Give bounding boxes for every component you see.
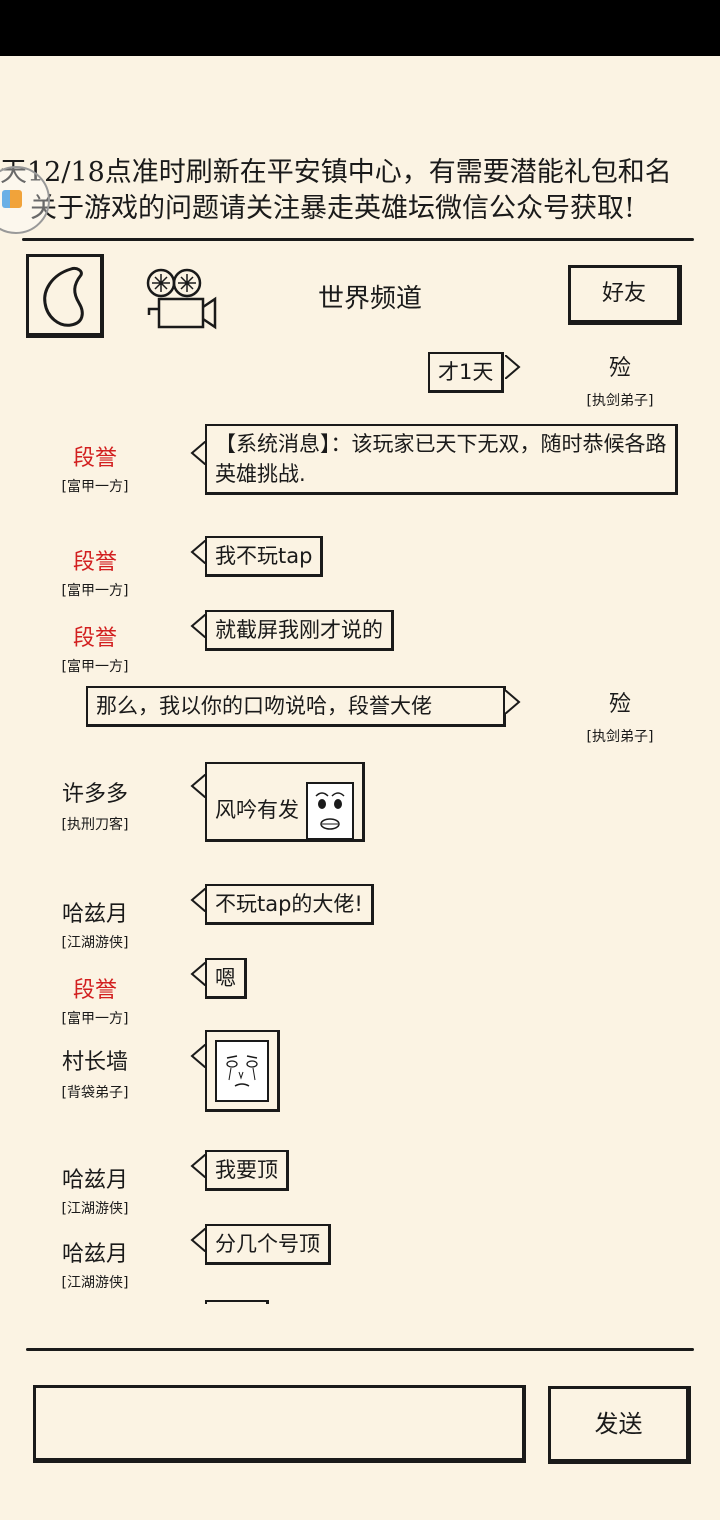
bubble-tail <box>190 614 206 638</box>
bubble-tail <box>190 774 206 798</box>
message-bubble[interactable]: 嗯 <box>205 958 247 999</box>
sender-name[interactable]: 段誉 <box>72 626 117 651</box>
crying-face-sticker <box>215 1040 269 1102</box>
message-bubble[interactable]: 那么，我以你的口吻说哈，段誉大佬 <box>86 686 506 727</box>
sender-name[interactable]: 村长墙 <box>61 1050 128 1075</box>
message-text: 才1天 <box>438 360 494 384</box>
sender-name[interactable]: 哈兹月 <box>61 902 128 927</box>
message-bubble[interactable]: 分几个号顶 <box>205 1224 331 1265</box>
sender-rank: [执剑弟子] <box>586 393 654 409</box>
message-bubble[interactable]: 【系统消息】：该玩家已天下无双，随时恭候各路英雄挑战. <box>205 424 678 495</box>
bubble-tail <box>190 1228 206 1252</box>
bubble-tail <box>190 1154 206 1178</box>
sender-rank: [执剑弟子] <box>586 729 654 745</box>
bubble-tail <box>505 690 521 714</box>
sender-name[interactable]: 段誉 <box>72 550 117 575</box>
message-text: 我不玩tap <box>215 544 313 568</box>
message-input[interactable] <box>33 1385 526 1463</box>
message-bubble-partial <box>205 1300 269 1304</box>
status-bar <box>0 0 720 56</box>
friends-button[interactable]: 好友 <box>568 265 682 325</box>
sender-name[interactable]: 哈兹月 <box>61 1242 128 1267</box>
sender-name[interactable]: 段誉 <box>72 446 117 471</box>
channel-title: 世界频道 <box>317 284 422 314</box>
message-text: 那么，我以你的口吻说哈，段誉大佬 <box>96 694 432 718</box>
bubble-tail <box>505 355 521 379</box>
scrolling-notice: 天12/18点准时刷新在平安镇中心，有需要潜能礼包和名 关于游戏的问题请关注暴走… <box>0 150 720 230</box>
sender-rank: [富甲一方] <box>61 659 129 675</box>
sender-rank: [富甲一方] <box>61 583 129 599</box>
message-bubble[interactable] <box>205 1030 280 1112</box>
message-bubble[interactable]: 我不玩tap <box>205 536 324 577</box>
sender-name[interactable]: 段誉 <box>72 978 117 1003</box>
message-bubble[interactable]: 才1天 <box>428 352 505 393</box>
message-text: 【系统消息】：该玩家已天下无双，随时恭候各路英雄挑战. <box>215 432 667 486</box>
surprised-face-sticker <box>305 782 354 840</box>
sender-rank: [江湖游侠] <box>61 1201 129 1217</box>
send-button[interactable]: 发送 <box>548 1386 691 1464</box>
back-button[interactable] <box>26 254 104 338</box>
sender-rank: [背袋弟子] <box>61 1085 129 1101</box>
message-text: 风吟有发 <box>215 798 299 822</box>
sender-rank: [执刑刀客] <box>61 817 129 833</box>
bubble-tail <box>190 888 206 912</box>
bubble-tail <box>190 1044 206 1068</box>
message-bubble[interactable]: 不玩tap的大佬! <box>205 884 374 925</box>
sender-name[interactable]: 殓 <box>608 692 631 717</box>
chat-list[interactable]: 才1天 殓 [执剑弟子] 段誉 [富甲一方] 【系统消息】：该玩家已天下无双，随… <box>0 344 720 1304</box>
notice-line-1: 天12/18点准时刷新在平安镇中心，有需要潜能礼包和名 <box>0 157 672 188</box>
bubble-tail <box>190 441 206 465</box>
message-text: 不玩tap的大佬! <box>215 892 363 916</box>
sender-name[interactable]: 哈兹月 <box>61 1168 128 1193</box>
floating-assistant-icon[interactable] <box>0 166 50 234</box>
sender-name[interactable]: 殓 <box>608 356 631 381</box>
sender-rank: [富甲一方] <box>61 479 129 495</box>
sender-name[interactable]: 许多多 <box>61 782 128 807</box>
notice-line-2: 关于游戏的问题请关注暴走英雄坛微信公众号获取! <box>30 193 635 224</box>
composer-divider <box>26 1348 694 1351</box>
message-bubble[interactable]: 我要顶 <box>205 1150 289 1191</box>
message-bubble[interactable]: 风吟有发 <box>205 762 365 842</box>
sender-rank: [富甲一方] <box>61 1011 129 1027</box>
message-text: 我要顶 <box>215 1158 278 1182</box>
message-text: 嗯 <box>215 966 236 990</box>
sender-rank: [江湖游侠] <box>61 935 129 951</box>
header-divider <box>22 238 694 241</box>
back-icon <box>43 267 84 327</box>
message-text: 分几个号顶 <box>215 1232 320 1256</box>
video-camera-icon[interactable] <box>143 265 223 335</box>
message-bubble[interactable]: 就截屏我刚才说的 <box>205 610 394 651</box>
sender-rank: [江湖游侠] <box>61 1275 129 1291</box>
bubble-tail <box>190 962 206 986</box>
bubble-tail <box>190 540 206 564</box>
message-text: 就截屏我刚才说的 <box>215 618 383 642</box>
